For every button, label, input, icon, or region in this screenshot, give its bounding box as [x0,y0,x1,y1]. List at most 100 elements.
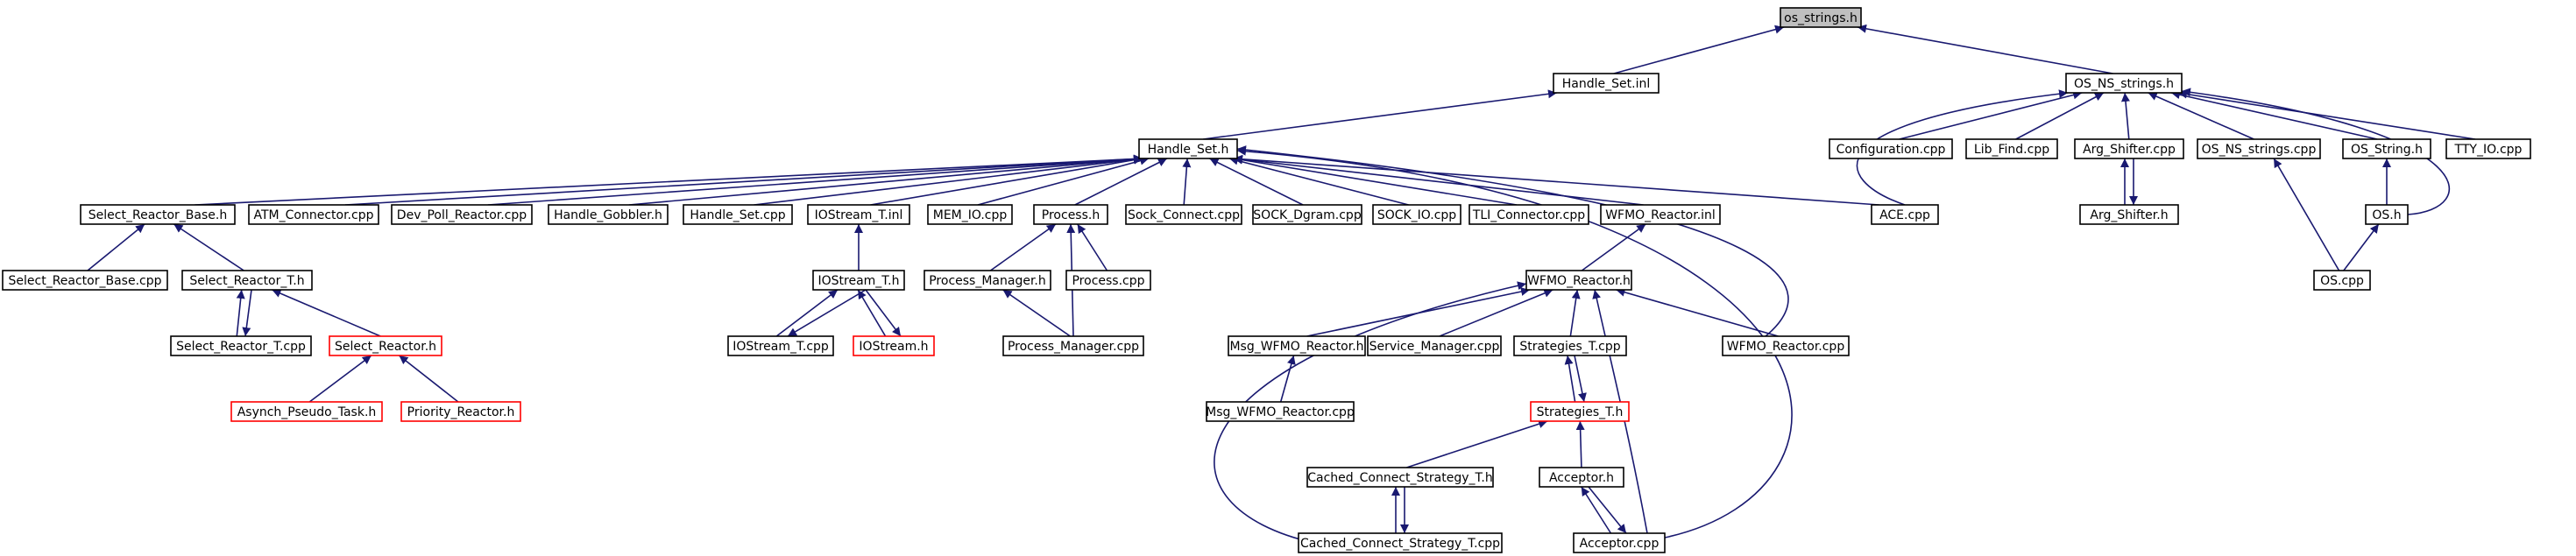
edge-select-reactor-t-cpp-to-select-reactor-t-h [236,289,245,337]
node-box [807,204,910,225]
node-handle-set-inl[interactable]: Handle_Set.inl [1553,73,1660,94]
node-dev-poll-reactor-cpp[interactable]: Dev_Poll_Reactor.cpp [391,204,533,225]
node-os-ns-strings-h[interactable]: OS_NS_strings.h [2065,73,2183,94]
edge-handle-set-inl-to-os-strings-h [1613,25,1785,74]
node-tty-io-cpp[interactable]: TTY_IO.cpp [2445,138,2531,159]
node-arg-shifter-h[interactable]: Arg_Shifter.h [2079,204,2179,225]
node-box [329,335,442,356]
node-box [1002,335,1144,356]
node-label: Select_Reactor_Base.h [88,208,227,222]
node-acceptor-cpp[interactable]: Acceptor.cpp [1573,532,1666,553]
node-atm-connector-cpp[interactable]: ATM_Connector.cpp [248,204,379,225]
node-box [1125,204,1242,225]
node-msg-wfmo-reactor-h[interactable]: Msg_WFMO_Reactor.h [1228,335,1366,356]
node-msg-wfmo-reactor-cpp[interactable]: Msg_WFMO_Reactor.cpp [1206,401,1355,422]
node-label: MEM_IO.cpp [933,208,1008,222]
edge-sock-dgram-cpp-to-handle-set-h [1209,158,1304,206]
node-select-reactor-t-h[interactable]: Select_Reactor_T.h [181,270,313,291]
node-asynch-pseudo-task-h[interactable]: Asynch_Pseudo_Task.h [230,401,383,422]
node-select-reactor-h[interactable]: Select_Reactor.h [329,335,442,356]
edge-handle-set-cpp-to-handle-set-h [754,155,1143,206]
edge-wfmo-reactor-cpp-to-handle-set-h [1236,145,1789,337]
node-process-h[interactable]: Process.h [1033,204,1108,225]
node-box [2065,73,2183,94]
node-strategies-t-cpp[interactable]: Strategies_T.cpp [1513,335,1627,356]
edge-select-reactor-base-cpp-to-select-reactor-base-h [87,223,145,271]
node-iostream-t-cpp[interactable]: IOStream_T.cpp [727,335,834,356]
node-os-h[interactable]: OS.h [2365,204,2409,225]
node-box [1065,270,1151,291]
node-label: WFMO_Reactor.inl [1605,208,1716,222]
node-label: Process_Manager.cpp [1008,340,1139,354]
node-iostream-t-inl[interactable]: IOStream_T.inl [807,204,910,225]
node-wfmo-reactor-cpp[interactable]: WFMO_Reactor.cpp [1722,335,1850,356]
node-select-reactor-base-h[interactable]: Select_Reactor_Base.h [80,204,236,225]
node-label: Process.h [1042,208,1100,222]
edge-os-ns-strings-cpp-to-os-ns-strings-h [2148,92,2254,140]
node-box [548,204,669,225]
node-box [1033,204,1108,225]
node-handle-gobbler-h[interactable]: Handle_Gobbler.h [548,204,669,225]
node-configuration-cpp[interactable]: Configuration.cpp [1829,138,1953,159]
node-iostream-t-h[interactable]: IOStream_T.h [812,270,905,291]
edge-strategies-t-h-to-strategies-t-cpp [1564,355,1576,403]
node-label: Cached_Connect_Strategy_T.h [1307,471,1493,485]
node-label: Sock_Connect.cpp [1128,208,1240,222]
node-box [2,270,168,291]
node-cached-connect-strategy-t-cpp[interactable]: Cached_Connect_Strategy_T.cpp [1298,532,1503,553]
edge-iostream-t-inl-to-handle-set-h [870,155,1143,206]
node-label: SOCK_IO.cpp [1377,208,1456,222]
node-select-reactor-base-cpp[interactable]: Select_Reactor_Base.cpp [2,270,168,291]
node-select-reactor-t-cpp[interactable]: Select_Reactor_T.cpp [170,335,312,356]
node-sock-dgram-cpp[interactable]: SOCK_Dgram.cpp [1252,204,1362,225]
edge-os-cpp-to-os-ns-strings-cpp [2273,158,2340,271]
edge-dev-poll-reactor-cpp-to-handle-set-h [487,154,1143,206]
node-os-strings-h[interactable]: os_strings.h [1780,7,1862,28]
node-sock-connect-cpp[interactable]: Sock_Connect.cpp [1125,204,1242,225]
node-tli-connector-cpp[interactable]: TLI_Connector.cpp [1468,204,1589,225]
node-process-manager-h[interactable]: Process_Manager.h [924,270,1051,291]
node-mem-io-cpp[interactable]: MEM_IO.cpp [927,204,1013,225]
node-label: OS.h [2372,208,2401,222]
node-process-cpp[interactable]: Process.cpp [1065,270,1151,291]
node-wfmo-reactor-inl[interactable]: WFMO_Reactor.inl [1600,204,1721,225]
node-iostream-h[interactable]: IOStream.h [853,335,935,356]
edge-sock-connect-cpp-to-handle-set-h [1182,158,1192,206]
node-label: Handle_Gobbler.h [554,208,662,222]
node-os-ns-strings-cpp[interactable]: OS_NS_strings.cpp [2197,138,2321,159]
node-handle-set-cpp[interactable]: Handle_Set.cpp [683,204,793,225]
node-sock-io-cpp[interactable]: SOCK_IO.cpp [1372,204,1461,225]
node-box [727,335,834,356]
node-lib-find-cpp[interactable]: Lib_Find.cpp [1965,138,2058,159]
node-wfmo-reactor-h[interactable]: WFMO_Reactor.h [1525,270,1632,291]
node-process-manager-cpp[interactable]: Process_Manager.cpp [1002,335,1144,356]
node-priority-reactor-h[interactable]: Priority_Reactor.h [400,401,521,422]
node-box [2197,138,2321,159]
node-cached-connect-strategy-t-h[interactable]: Cached_Connect_Strategy_T.h [1306,467,1494,488]
node-strategies-t-h[interactable]: Strategies_T.h [1530,401,1630,422]
edge-msg-wfmo-reactor-cpp-to-msg-wfmo-reactor-h [1279,355,1296,403]
node-box [1573,532,1666,553]
node-arg-shifter-cpp[interactable]: Arg_Shifter.cpp [2074,138,2184,159]
edge-handle-set-h-to-handle-set-inl [1203,89,1558,140]
edge-process-cpp-to-process-h [1077,223,1108,271]
node-box [1780,7,1862,28]
node-label: Handle_Set.cpp [690,208,785,222]
node-service-manager-cpp[interactable]: Service_Manager.cpp [1367,335,1502,356]
node-handle-set-h[interactable]: Handle_Set.h [1138,138,1238,159]
edge-select-reactor-base-h-to-handle-set-h [195,154,1143,206]
node-label: IOStream.h [859,340,928,354]
edge-lib-find-cpp-to-os-ns-strings-h [2015,92,2105,140]
edge-acceptor-h-to-acceptor-cpp [1588,486,1627,534]
node-ace-cpp[interactable]: ACE.cpp [1871,204,1939,225]
node-box [1965,138,2058,159]
node-os-cpp[interactable]: OS.cpp [2313,270,2371,291]
node-os-string-h[interactable]: OS_String.h [2342,138,2431,159]
node-box [248,204,379,225]
node-box [1367,335,1502,356]
node-acceptor-h[interactable]: Acceptor.h [1539,467,1624,488]
node-box [1871,204,1939,225]
node-label: SOCK_Dgram.cpp [1253,208,1362,222]
